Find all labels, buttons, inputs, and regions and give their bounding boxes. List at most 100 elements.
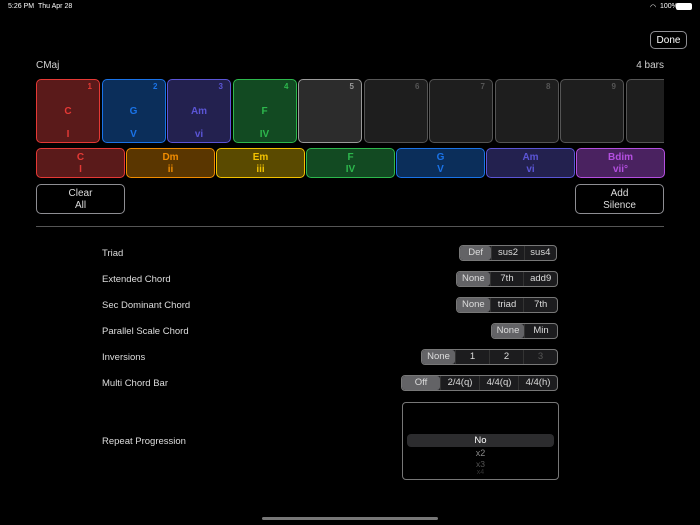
segment-option[interactable]: None <box>457 272 490 286</box>
bar-number: 7 <box>480 82 485 91</box>
palette-roman: vi <box>526 164 535 175</box>
bar-number: 2 <box>153 82 158 91</box>
option-label: Parallel Scale Chord <box>102 326 189 337</box>
palette-chord: F <box>347 152 354 163</box>
picker-highlight <box>407 434 554 447</box>
bar-roman: I <box>66 129 70 140</box>
segment-option[interactable]: Def <box>460 246 492 260</box>
segment-option[interactable]: 4/4(h) <box>518 376 557 390</box>
bar-roman: vi <box>194 129 204 140</box>
bar-cell[interactable]: 5 <box>298 79 362 143</box>
segment-option[interactable]: triad <box>489 298 524 312</box>
bar-roman: V <box>130 129 137 140</box>
picker-option[interactable]: x3 <box>476 459 485 469</box>
palette-chord: Dm <box>162 152 179 163</box>
palette-chord: G <box>436 152 445 163</box>
option-label: Multi Chord Bar <box>102 378 168 389</box>
picker-option[interactable]: No <box>474 435 487 446</box>
done-button[interactable]: Done <box>650 31 687 49</box>
option-label: Sec Dominant Chord <box>102 300 191 311</box>
palette-roman: V <box>437 164 444 175</box>
palette-chord: Em <box>252 152 269 163</box>
clear-label: Clear <box>68 188 93 199</box>
bar-number: 3 <box>218 82 223 91</box>
bar-number: 8 <box>546 82 551 91</box>
palette-roman: I <box>79 164 82 175</box>
home-indicator[interactable] <box>262 517 438 520</box>
status-date: Thu Apr 28 <box>38 3 73 10</box>
divider <box>36 226 664 227</box>
segment-option[interactable]: 2 <box>489 350 523 364</box>
picker-option[interactable]: x2 <box>475 448 486 458</box>
option-label: Triad <box>102 248 124 259</box>
segment-option[interactable]: None <box>457 298 490 312</box>
wifi-icon: ◠ <box>650 4 657 11</box>
palette-roman: ii <box>167 164 174 175</box>
bar-cell[interactable] <box>625 79 664 143</box>
battery-percent: 100% <box>660 3 678 10</box>
bar-number: 9 <box>611 82 616 91</box>
option-label: Inversions <box>102 352 146 363</box>
silence-label: Add <box>610 188 629 199</box>
battery-icon <box>676 3 692 10</box>
silence-label-2: Silence <box>603 200 636 211</box>
bar-roman: IV <box>259 129 270 140</box>
option-label: Extended Chord <box>102 274 171 285</box>
segment-option[interactable]: 1 <box>455 350 489 364</box>
bar-cell[interactable]: 7 <box>429 79 493 143</box>
segment-option[interactable]: 7th <box>523 298 557 312</box>
picker-option[interactable]: x4 <box>476 469 485 476</box>
bar-chord: Am <box>190 106 208 117</box>
bar-cell[interactable]: 8 <box>494 79 559 143</box>
bar-chord: G <box>129 106 138 117</box>
segment-option[interactable]: Off <box>402 376 440 390</box>
segment-option[interactable]: None <box>492 324 524 338</box>
bar-cell[interactable]: 6 <box>363 79 428 143</box>
segment-option[interactable]: add9 <box>523 272 557 286</box>
segment-option[interactable]: 3 <box>523 350 557 364</box>
segment-option[interactable]: 7th <box>489 272 524 286</box>
segment-option[interactable]: None <box>422 350 455 364</box>
bar-count: 4 bars <box>636 60 664 71</box>
segment-option[interactable]: 4/4(q) <box>479 376 518 390</box>
segment-option[interactable]: Min <box>524 324 557 338</box>
key-label: CMaj <box>36 60 60 71</box>
repeat-label: Repeat Progression <box>102 436 186 447</box>
segment-option[interactable]: 2/4(q) <box>440 376 479 390</box>
bar-number: 1 <box>87 82 92 91</box>
palette-roman: vii° <box>612 164 629 175</box>
repeat-picker[interactable]: No x2 x3 x4 <box>402 402 559 480</box>
segment-option[interactable]: sus2 <box>491 246 523 260</box>
palette-chord: Am <box>522 152 539 163</box>
segment-option[interactable]: sus4 <box>523 246 556 260</box>
palette-roman: IV <box>345 164 356 175</box>
bar-number: 5 <box>349 82 354 91</box>
bar-chord: F <box>261 106 268 117</box>
bar-cell[interactable]: 9 <box>560 79 624 143</box>
palette-chord: Bdim <box>608 152 633 163</box>
palette-chord: C <box>76 152 85 163</box>
clear-label-2: All <box>74 200 87 211</box>
bar-number: 4 <box>284 82 289 91</box>
palette-roman: iii <box>256 164 265 175</box>
